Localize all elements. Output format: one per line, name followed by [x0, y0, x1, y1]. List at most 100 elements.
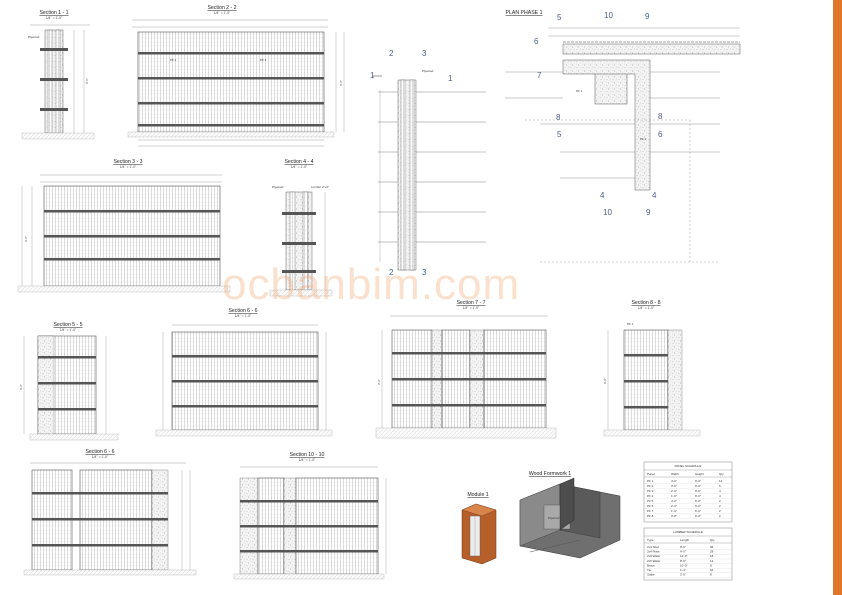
section-3-3-height: 9'-0"	[24, 236, 28, 242]
table-bottom-cell: 4'-0"	[680, 550, 686, 554]
table-bottom-cell: 8'-0"	[680, 559, 686, 563]
table-top-cell: 6	[719, 484, 721, 488]
section-7-7-title: Section 7 - 7	[456, 300, 485, 306]
table-top-cell: 14	[719, 479, 723, 483]
table-bottom-cell: 12'-0"	[680, 554, 688, 558]
table-top-cell: 4'-0"	[671, 499, 677, 503]
table-top-cell: PF 8	[647, 514, 654, 518]
section-8-8-pf1-label: PF 1	[627, 322, 634, 326]
table-bottom-cell: 64	[710, 568, 714, 572]
grid-label-1-right: 1	[448, 74, 453, 83]
section-10-10-title: Section 10 - 10	[290, 452, 325, 458]
plan-grid-10-bottom: 10	[603, 208, 612, 217]
table-top-cell: PF 4	[647, 494, 654, 498]
section-2-2-pf2-label: PF 2	[260, 58, 267, 62]
section-6-6-lower-title: Section 6 - 6	[85, 449, 114, 455]
section-3-3-title: Section 3 - 3	[113, 159, 142, 165]
section-8-8: Section 8 - 8 1/4" = 1'-0" PF 1 9'-0"	[603, 300, 701, 437]
grid-label-1-top: 1	[370, 71, 375, 80]
table-bottom-cell: 28	[710, 550, 714, 554]
table-top-cell: PF 5	[647, 499, 654, 503]
table-bottom-cell: 8	[710, 563, 712, 567]
panel-schedule-title: PANEL SCHEDULE	[675, 464, 702, 468]
lumber-schedule-title: LUMBER SCHEDULE	[673, 530, 703, 534]
plan-grid-4-bottom-right: 4	[652, 191, 657, 200]
table-bottom-cell: 8	[710, 573, 712, 577]
section-6-6-scale: 1/4" = 1'-0"	[235, 314, 252, 318]
section-7-7: Section 7 - 7 1/4" = 1'-0" 9'-0"	[375, 300, 557, 439]
plan-grid-8-right: 8	[658, 112, 663, 121]
table-top-cell: 9'-0"	[695, 479, 701, 483]
table-top-cell: 2'-0"	[671, 489, 677, 493]
lumber-schedule-header-1: Length	[680, 538, 690, 542]
section-5-5-scale: 1/4" = 1'-0"	[60, 328, 77, 332]
grid-label-2-bottom: 2	[389, 268, 394, 277]
plan-pf2-label: PF 2	[640, 137, 647, 141]
plan-phase-1: PLAN PHASE 1 PF 1 PF 2 5 10 9 6 7 8 5 8 …	[505, 10, 741, 263]
table-top-cell: 6'-0"	[695, 499, 701, 503]
plan-title: PLAN PHASE 1	[506, 10, 543, 16]
table-top-cell: 6'-0"	[695, 509, 701, 513]
section-8-8-height: 9'-0"	[603, 378, 607, 384]
table-bottom-cell: 18	[710, 554, 714, 558]
table-top-cell: 2	[719, 514, 721, 518]
plan-grid-10-top: 10	[604, 11, 613, 20]
section-1-1-title: Section 1 - 1	[39, 10, 68, 16]
plan-pf1-label: PF 1	[576, 89, 583, 93]
lumber-schedule-table: LUMBER SCHEDULE Type Length Qty 2x4 Stud…	[643, 527, 733, 581]
section-5-5-height: 9'-0"	[19, 384, 23, 390]
table-top-cell: 4	[719, 494, 721, 498]
formwork-title: Wood Formwork 1	[529, 471, 571, 477]
module-title: Module 1	[467, 492, 488, 498]
table-top-cell: PF 6	[647, 504, 654, 508]
section-4-4-lumber-label: Lumber 2"x4"	[311, 185, 329, 189]
section-1-1-scale: 1/4" = 1'-0"	[46, 16, 63, 20]
table-bottom-cell: 2x4 Stud	[647, 545, 659, 549]
section-1-1: Section 1 - 1 1/4" = 1'-0" Plywood 9'-0"	[21, 10, 95, 140]
plan-grid-8-left: 8	[556, 113, 561, 122]
grid-label-3-bottom: 3	[422, 268, 427, 277]
panel-schedule-header-3: Qty	[719, 472, 724, 476]
plan-grid-5-top: 5	[557, 13, 562, 22]
table-bottom-cell: 2'-0"	[680, 573, 686, 577]
table-bottom-cell: 9'-0"	[680, 545, 686, 549]
section-2-2: Section 2 - 2 1/4" = 1'-0" PF 1 PF 2 9'-…	[127, 5, 345, 147]
table-bottom-cell: 10'-0"	[680, 563, 688, 567]
table-top-cell: 1'-0"	[671, 509, 677, 513]
section-6-6-lower: Section 6 - 6 1/4" = 1'-0"	[23, 449, 197, 576]
section-1-1-height: 9'-0"	[85, 78, 89, 84]
table-top-cell: 6'-0"	[695, 514, 701, 518]
section-6-6-title: Section 6 - 6	[228, 308, 257, 314]
section-3-3-scale: 1/4" = 1'-0"	[120, 165, 137, 169]
section-4-4-scale: 1/4" = 1'-0"	[291, 165, 308, 169]
section-10-10: Section 10 - 10 1/4" = 1'-0"	[233, 452, 387, 580]
sheet-accent-stripe	[833, 0, 842, 595]
table-bottom-cell: 12	[710, 559, 714, 563]
table-top-cell: 3'-6"	[671, 484, 677, 488]
section-2-2-scale: 1/4" = 1'-0"	[214, 11, 231, 15]
section-1-1-plywood-label: Plywood	[28, 35, 40, 39]
formwork-plywood-label: Plywood	[548, 516, 560, 520]
table-bottom-cell: 96	[710, 545, 714, 549]
section-2-2-pf1-label: PF 1	[170, 58, 177, 62]
section-6-6: Section 6 - 6 1/4" = 1'-0"	[155, 308, 333, 437]
plan-grid-5-left: 5	[557, 130, 562, 139]
section-4-4-title: Section 4 - 4	[284, 159, 313, 165]
plan-grid-6-left: 6	[534, 37, 539, 46]
table-top-cell: PF 3	[647, 489, 654, 493]
table-bottom-cell: 2x6 Waler	[647, 554, 660, 558]
table-top-cell: 4	[719, 489, 721, 493]
section-5-5-title: Section 5 - 5	[53, 322, 82, 328]
section-9-9: 1 2 3 1 2 3 Plywood	[370, 49, 486, 277]
table-top-cell: 9'-0"	[695, 494, 701, 498]
section-4-4-plywood-label: Plywood	[272, 185, 284, 189]
lumber-schedule-header-2: Qty	[710, 538, 715, 542]
panel-schedule-header-2: Height	[695, 472, 704, 476]
panel-schedule-table: PANEL SCHEDULE Panel Width Height Qty PF…	[643, 461, 733, 523]
plan-grid-4-bottom: 4	[600, 191, 605, 200]
table-top-cell: 4'-0"	[671, 479, 677, 483]
panel-schedule-header-1: Width	[671, 472, 679, 476]
